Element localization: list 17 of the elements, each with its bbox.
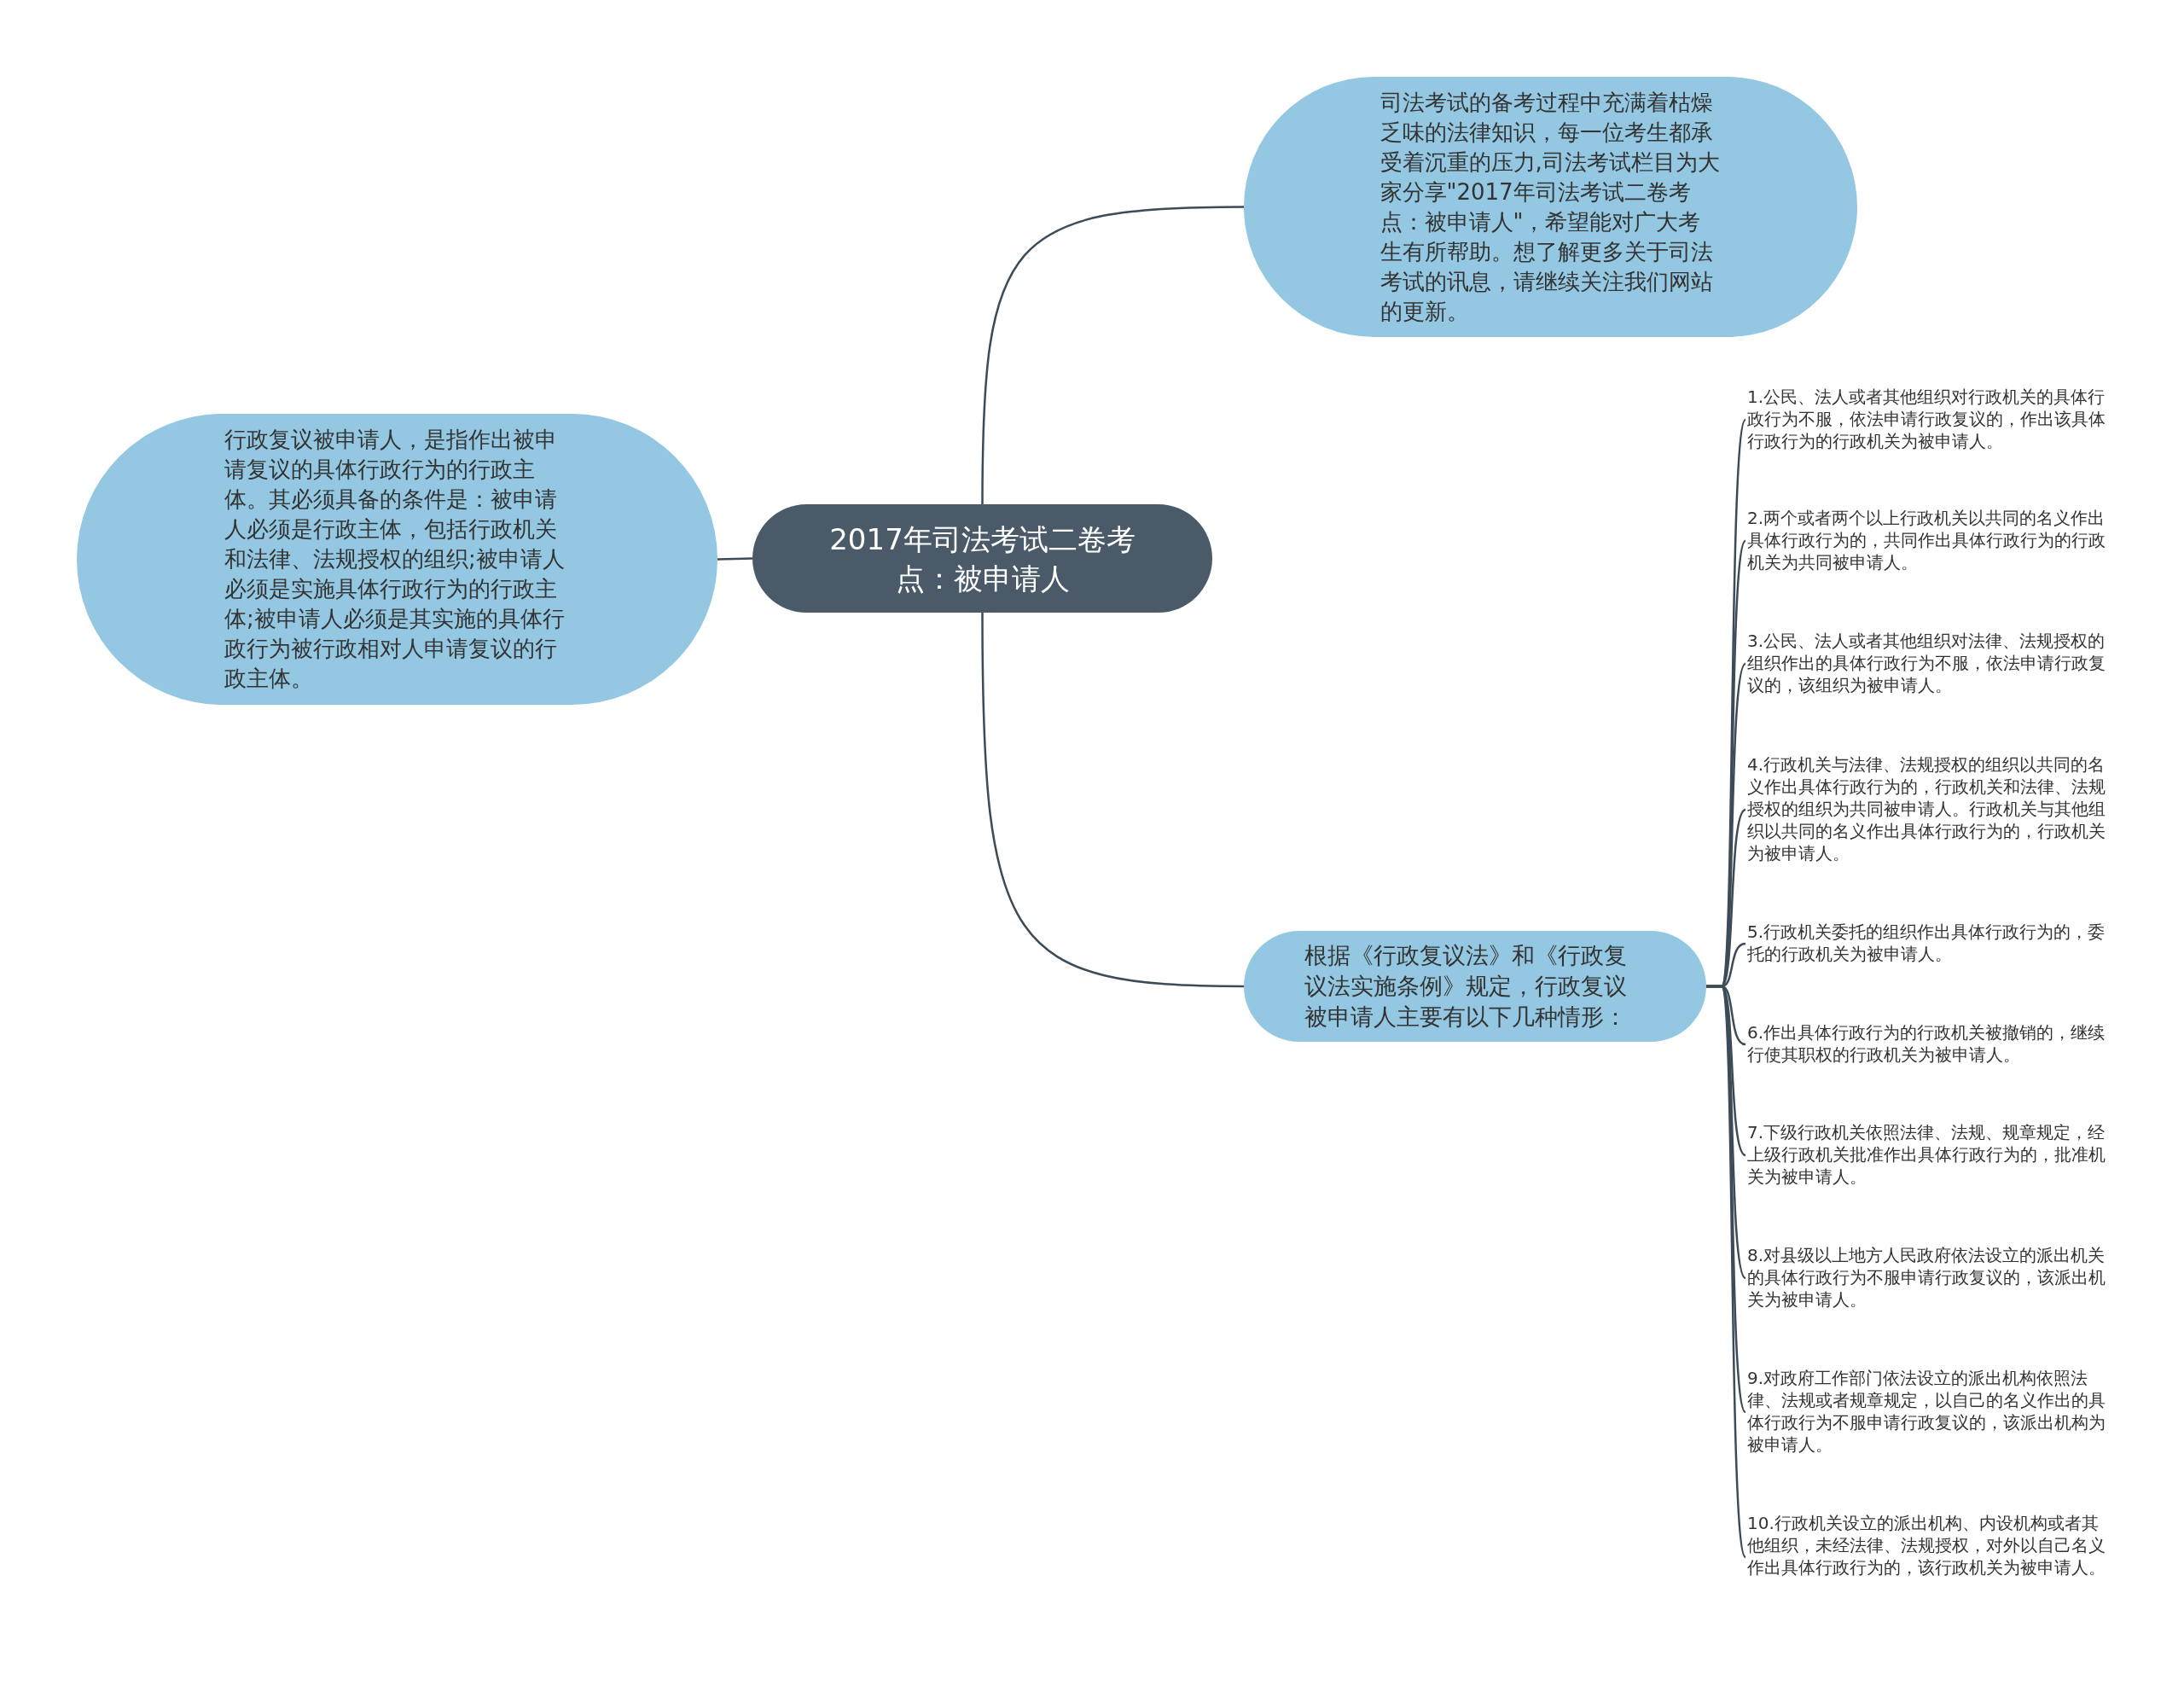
connector-line — [981, 613, 1245, 988]
list-item-text: 8.对县级以上地方人民政府依法设立的派出机关的具体行政行为不服申请行政复议的，该派出机关为被申请人。 — [1747, 1244, 2106, 1312]
topic-text: 2017年司法考试二卷考点：被申请人 — [828, 520, 1136, 597]
connector-line — [717, 557, 753, 561]
topic-text: 根据《行政复议法》和《行政复议法实施条例》规定，行政复议被申请人主要有以下几种情形： — [1304, 941, 1628, 1032]
list-item-text: 1.公民、法人或者其他组织对行政机关的具体行政行为不服，依法申请行政复议的，作出该具体行政行为的行政机关为被申请人。 — [1747, 386, 2106, 454]
list-item-text: 9.对政府工作部门依法设立的派出机构依照法律、法规或者规章规定，以自己的名义作出的具体行政行为不服申请行政复议的，该派出机构为被申请人。 — [1747, 1367, 2106, 1457]
list-item-text: 5.行政机关委托的组织作出具体行政行为的，委托的行政机关为被申请人。 — [1747, 921, 2106, 967]
topic-text: 行政复议被申请人，是指作出被申请复议的具体行政行为的行政主体。其必须具备的条件是：被申请人必须是行政主体，包括行政机关和法律、法规授权的组织;被申请人必须是实施具体行政行为的行政主体;被申请人必须是其实施的具体行政行为被行政相对人申请复议的行政主体。 — [224, 426, 566, 693]
list-item-text: 4.行政机关与法律、法规授权的组织以共同的名义作出具体行政行为的，行政机关和法律、法规授权的组织为共同被申请人。行政机关与其他组织以共同的名义作出具体行政行为的，行政机关为被申请人。 — [1747, 753, 2106, 866]
list-item-text: 10.行政机关设立的派出机构、内设机构或者其他组织，未经法律、法规授权，对外以自己名义作出具体行政行为的，该行政机关为被申请人。 — [1747, 1512, 2106, 1602]
topic-text: 司法考试的备考过程中充满着枯燥乏味的法律知识，每一位考生都承受着沉重的压力,司法考试栏目为大家分享"2017年司法考试二卷考点：被申请人"，希望能对广大考生有所帮助。想了解更多关于司法考试的讯息，请继续关注我们网站的更新。 — [1380, 88, 1721, 326]
connector-line — [981, 206, 1244, 504]
list-item-text: 2.两个或者两个以上行政机关以共同的名义作出具体行政行为的，共同作出具体行政行为的行政机关为共同被申请人。 — [1747, 507, 2106, 575]
list-item-text: 6.作出具体行政行为的行政机关被撤销的，继续行使其职权的行政机关为被申请人。 — [1747, 1021, 2106, 1067]
list-item-text: 3.公民、法人或者其他组织对法律、法规授权的组织作出的具体行政行为不服，依法申请行政复议的，该组织为被申请人。 — [1747, 630, 2106, 698]
list-item-text: 7.下级行政机关依照法律、法规、规章规定，经上级行政机关批准作出具体行政行为的，批准机关为被申请人。 — [1747, 1121, 2106, 1189]
